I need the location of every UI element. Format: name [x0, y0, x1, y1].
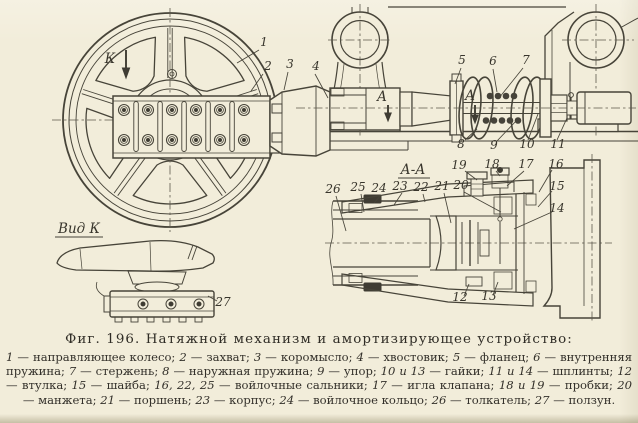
- callout-24: 24: [370, 181, 386, 195]
- legend-entry: 23 — корпус;: [195, 392, 280, 407]
- callout-23: 23: [391, 179, 408, 193]
- figure-title: Фиг. 196. Натяжной механизм и амортизиру…: [65, 332, 573, 347]
- callout-10: 10: [519, 137, 535, 151]
- callout-4: 4: [311, 59, 320, 73]
- legend-entry: 4 — хвостовик;: [356, 350, 453, 364]
- legend-entry: 12 — втулка;: [6, 364, 632, 393]
- legend-entry: 16, 22, 25 — войлочные сальники;: [154, 378, 373, 393]
- callout-2: 2: [263, 59, 272, 73]
- legend-entry: 21 — поршень;: [100, 392, 196, 407]
- callout-21: 21: [433, 179, 449, 193]
- svg-text:А: А: [376, 89, 387, 105]
- leader-lines: [207, 49, 568, 302]
- view-k-title: Вид К: [57, 221, 100, 237]
- section-arrow-a1: А: [376, 89, 392, 123]
- callout-15: 15: [549, 179, 564, 193]
- callout-6: 6: [489, 54, 497, 68]
- legend-entry: 17 — игла клапана;: [372, 378, 499, 393]
- view-k: Вид К: [55, 221, 215, 323]
- callout-27: 27: [214, 295, 231, 309]
- legend-entry: 2 — захват;: [179, 350, 254, 364]
- callout-18: 18: [484, 157, 500, 171]
- legend-entry: 15 — шайба;: [71, 378, 155, 393]
- part-callouts: 1 2 3 4 5 6 7 8 9 10 11 12 13 14 15 16 1…: [214, 35, 565, 309]
- svg-text:А: А: [464, 88, 475, 104]
- callout-11: 11: [550, 137, 565, 151]
- section-title: А-А: [399, 162, 425, 178]
- callout-16: 16: [548, 157, 564, 171]
- legend-entry: 9 — упор;: [317, 364, 381, 379]
- legend-entry: 26 — толкатель;: [431, 392, 535, 407]
- legend-entry: 27 — ползун.: [534, 392, 616, 407]
- callout-20: 20: [452, 178, 469, 192]
- figure-legend: 1 — направляющее колесо; 2 — захват; 3 —…: [0, 350, 638, 407]
- legend-entry: 11 и 14 — шплинты;: [488, 364, 618, 379]
- clamp-bracket: [112, 95, 293, 159]
- legend-entry: 8 — наружная пружина;: [162, 364, 318, 379]
- callout-3: 3: [286, 57, 294, 71]
- figure-caption: Фиг. 196. Натяжной механизм и амортизиру…: [0, 329, 638, 407]
- callout-12: 12: [452, 290, 467, 304]
- legend-entry: 20 — манжета;: [22, 378, 632, 407]
- callout-13: 13: [481, 289, 497, 303]
- legend-entry: 1 — направляющее колесо;: [6, 350, 180, 364]
- legend-entry: 18 и 19 — пробки;: [498, 378, 618, 393]
- legend-entry: 7 — стержень;: [68, 364, 163, 379]
- legend-entry: 10 и 13 — гайки;: [380, 364, 489, 379]
- callout-25: 25: [349, 180, 365, 194]
- slider-feet: [114, 316, 203, 323]
- callout-17: 17: [518, 157, 534, 171]
- figure-drawing: К А А А-А: [52, 4, 638, 323]
- callout-26: 26: [324, 182, 341, 196]
- callout-9: 9: [490, 138, 498, 152]
- callout-1: 1: [260, 35, 268, 49]
- callout-19: 19: [451, 158, 467, 172]
- direction-arrow-k: К: [104, 50, 131, 80]
- svg-text:К: К: [104, 51, 116, 67]
- rocker-arm: [269, 85, 331, 157]
- legend-entry: 6 — внутренняя пружина;: [6, 350, 633, 379]
- bracket-pins: [133, 101, 235, 152]
- section-view-aa: А-А: [325, 154, 612, 322]
- legend-entry: 24 — войлочное кольцо;: [279, 392, 432, 407]
- callout-7: 7: [522, 53, 530, 67]
- legend-entry: 3 — коромысло;: [253, 350, 357, 364]
- section-arrow-a2: А: [464, 88, 479, 125]
- callout-5: 5: [458, 53, 466, 67]
- callout-14: 14: [549, 201, 564, 215]
- callout-22: 22: [412, 180, 428, 194]
- legend-entry: 5 — фланец;: [452, 350, 534, 364]
- bracket-bolts: [117, 103, 251, 147]
- callout-8: 8: [457, 137, 465, 151]
